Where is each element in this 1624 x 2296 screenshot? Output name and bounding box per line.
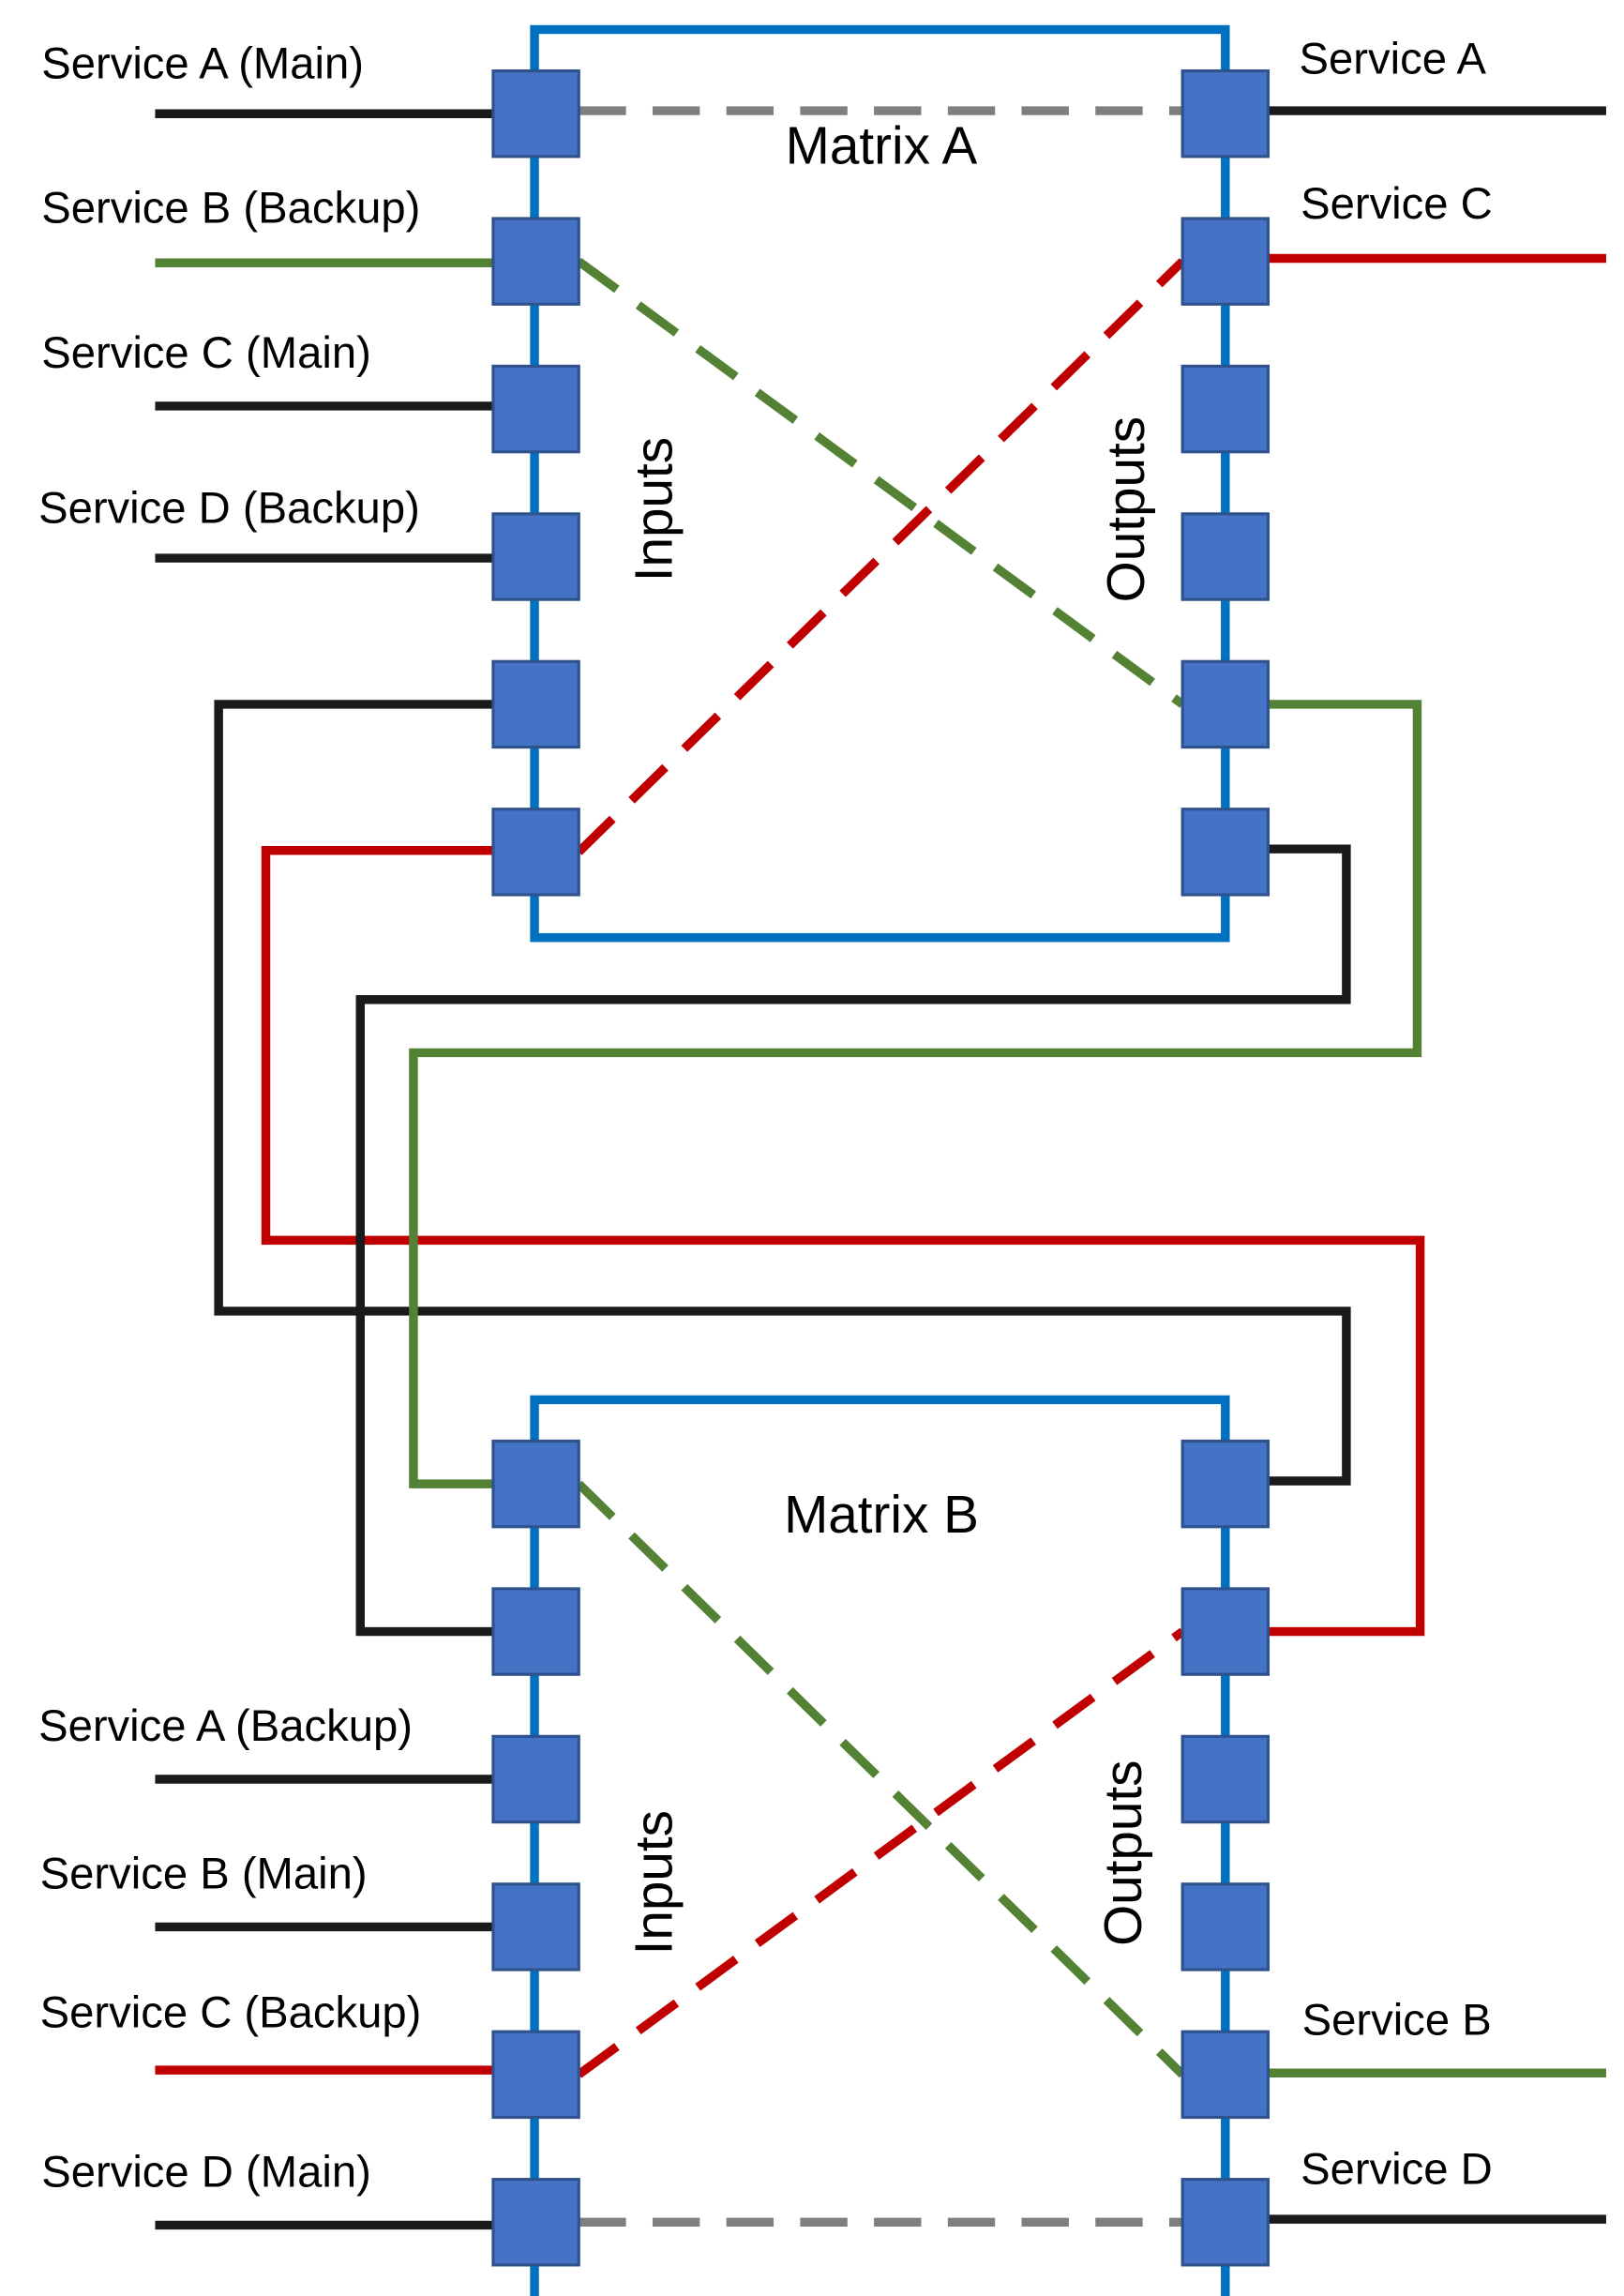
matrix-a-input-port-5 bbox=[491, 659, 580, 749]
link-a-in5-to-b-out1 bbox=[214, 700, 1351, 1486]
matrix-b-input-port-3 bbox=[491, 1734, 580, 1824]
link-a-out5-to-b-in1 bbox=[409, 700, 1422, 1488]
matrix-a-output-label-1: Service A bbox=[1300, 35, 1487, 84]
matrix-b-input-label-5: Service C (Backup) bbox=[40, 1987, 422, 2037]
matrix-b-input-port-2 bbox=[491, 1587, 580, 1676]
matrix-b-title: Matrix B bbox=[784, 1486, 979, 1545]
link-a-out6-to-b-in2 bbox=[355, 844, 1351, 1637]
matrix-b-output-port-3 bbox=[1180, 1734, 1271, 1824]
matrix-b-input-label-3: Service A (Backup) bbox=[38, 1701, 413, 1751]
matrix-a-crosspoint-green bbox=[576, 257, 1185, 708]
matrix-a-inputs-label: Inputs bbox=[624, 437, 684, 582]
matrix-b-output-port-5 bbox=[1180, 2030, 1271, 2120]
matrix-a-output-port-6 bbox=[1180, 808, 1271, 897]
matrix-b-input-port-6 bbox=[491, 2178, 580, 2267]
matrix-b-input-port-5 bbox=[491, 2030, 580, 2120]
matrix-b-output-label-5: Service B bbox=[1302, 1995, 1492, 2045]
matrix-a-output-port-1 bbox=[1180, 68, 1271, 159]
matrix-a-input-label-4: Service D (Backup) bbox=[38, 483, 420, 533]
matrix-a-output-port-2 bbox=[1180, 217, 1271, 306]
matrix-b-inputs-label: Inputs bbox=[624, 1810, 684, 1955]
matrix-b-input-label-4: Service B (Main) bbox=[40, 1849, 368, 1898]
matrix-a-input-label-2: Service B (Backup) bbox=[41, 184, 420, 234]
matrix-a-title: Matrix A bbox=[786, 117, 978, 176]
matrix-a-output-port-4 bbox=[1180, 512, 1271, 601]
matrix-a-input-port-3 bbox=[491, 364, 580, 454]
matrix-a-input-label-1: Service A (Main) bbox=[41, 38, 364, 88]
matrix-b-crosspoint-green bbox=[575, 1480, 1186, 2078]
matrix-b-outputs-label: Outputs bbox=[1094, 1760, 1153, 1946]
matrix-a-output-port-3 bbox=[1180, 364, 1271, 454]
matrix-b-output-port-2 bbox=[1180, 1587, 1271, 1676]
matrix-b-crosspoint-red bbox=[576, 1627, 1185, 2078]
matrix-b-input-port-1 bbox=[491, 1439, 580, 1529]
matrix-a-input-port-2 bbox=[491, 217, 580, 306]
matrix-a-output-label-2: Service C bbox=[1301, 179, 1493, 229]
link-a-in6-to-b-out2 bbox=[261, 846, 1425, 1637]
matrix-a-frame bbox=[530, 24, 1230, 943]
matrix-a-input-port-1 bbox=[491, 68, 580, 159]
matrix-a-input-label-3: Service C (Main) bbox=[41, 328, 371, 378]
matrix-a-output-port-5 bbox=[1180, 659, 1271, 749]
matrix-a-crosspoint-red bbox=[575, 258, 1186, 855]
matrix-a-input-port-6 bbox=[491, 808, 580, 897]
matrix-b-output-port-1 bbox=[1180, 1439, 1271, 1529]
matrix-b-output-port-6 bbox=[1180, 2178, 1271, 2267]
matrix-b-input-label-6: Service D (Main) bbox=[41, 2148, 371, 2198]
matrix-b-frame bbox=[530, 1395, 1230, 2296]
matrix-a-outputs-label: Outputs bbox=[1097, 416, 1156, 602]
matrix-a-input-port-4 bbox=[491, 512, 580, 601]
matrix-b-output-port-4 bbox=[1180, 1882, 1271, 1971]
matrix-b-output-label-6: Service D bbox=[1301, 2144, 1493, 2194]
matrix-b-input-port-4 bbox=[491, 1882, 580, 1971]
